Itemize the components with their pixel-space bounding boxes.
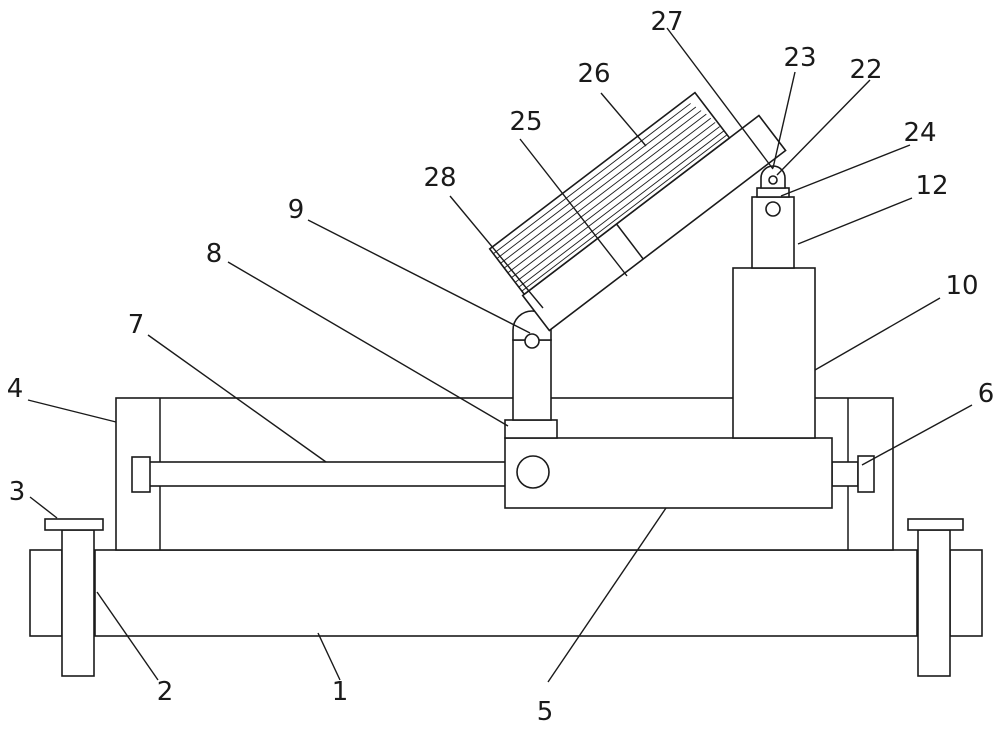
label-12: 12 (915, 171, 948, 201)
left-wheel-cap (44, 518, 104, 531)
base-beam (94, 549, 918, 637)
right-wheel-cap (907, 518, 964, 531)
slide-block (504, 437, 833, 509)
label-26: 26 (577, 59, 610, 89)
mount-seat (504, 419, 558, 439)
label-25: 25 (509, 107, 542, 137)
label-2: 2 (157, 677, 174, 707)
hinge-pin (768, 175, 778, 185)
right-wheel-outer (949, 549, 983, 637)
label-28: 28 (423, 163, 456, 193)
label-6: 6 (978, 379, 995, 409)
screw-rod-end (131, 456, 151, 493)
label-22: 22 (849, 55, 882, 85)
left-wheel (61, 529, 95, 677)
knob-shaft (831, 461, 859, 487)
cylinder (732, 267, 816, 439)
tilt-panel (488, 91, 787, 332)
right-wheel (917, 529, 951, 677)
label-9: 9 (288, 195, 305, 225)
leader-lines (27, 27, 973, 683)
label-24: 24 (903, 118, 936, 148)
left-wheel-outer (29, 549, 63, 637)
label-7: 7 (128, 310, 145, 340)
label-23: 23 (783, 43, 816, 73)
label-5: 5 (537, 697, 554, 727)
screw-rod (144, 461, 508, 487)
slide-block-hole (516, 455, 550, 489)
label-27: 27 (650, 7, 683, 37)
left-pivot-pin (524, 333, 540, 349)
label-3: 3 (9, 477, 26, 507)
label-4: 4 (7, 374, 24, 404)
solar-panel-stack (488, 91, 731, 296)
label-1: 1 (332, 677, 349, 707)
label-8: 8 (206, 239, 223, 269)
rod-pivot-hole (765, 201, 781, 217)
panel-divider (615, 223, 644, 260)
left-post (512, 339, 552, 421)
label-10: 10 (945, 271, 978, 301)
adjusting-knob (857, 455, 875, 493)
hinge-plate (756, 187, 790, 198)
